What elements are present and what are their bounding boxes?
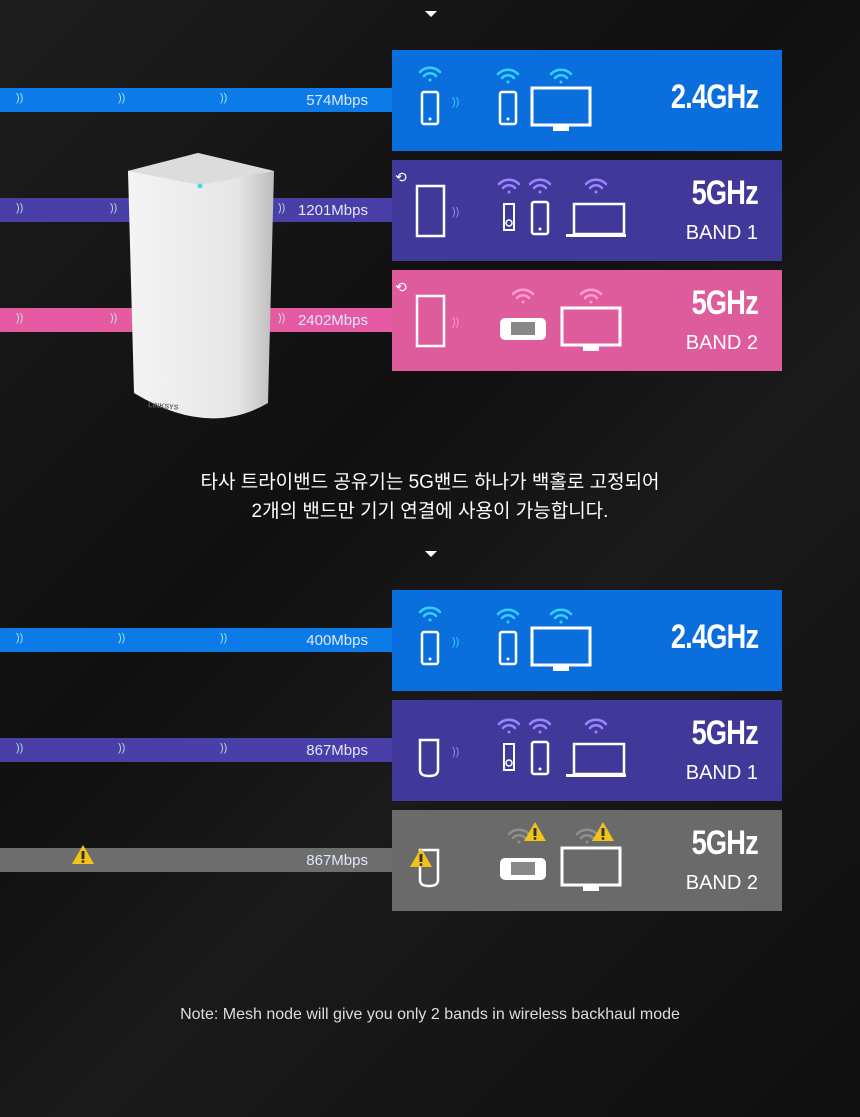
router-image: LINKSYS (128, 153, 274, 428)
band-title: 5GHz (691, 824, 759, 862)
signal-wave-icon: )) (278, 202, 286, 214)
device-icons: ⟲)) (395, 279, 622, 351)
speed-label: 867Mbps (306, 742, 368, 759)
down-arrow-icon (425, 11, 437, 17)
band-title: 5GHz (691, 714, 759, 752)
band-panel-blue: )) 2.4GHz (392, 590, 782, 691)
footnote: Note: Mesh node will give you only 2 ban… (180, 1006, 680, 1023)
device-icons: )) (418, 66, 592, 131)
svg-text:)): )) (452, 316, 459, 328)
caption: 타사 트라이밴드 공유기는 5G밴드 하나가 백홀로 고정되어 2개의 밴드만 … (0, 468, 860, 526)
band-title: 2.4GHz (670, 78, 759, 116)
warning-icon (72, 845, 94, 864)
signal-wave-icon: )) (16, 632, 24, 644)
signal-wave-icon: )) (118, 742, 126, 754)
caption-line-2: 2개의 밴드만 기기 연결에 사용이 가능합니다. (251, 501, 609, 522)
bandwidth-bar: 867Mbps (0, 845, 392, 872)
signal-wave-icon: )) (16, 312, 24, 324)
bandwidth-bar: )))))) 574Mbps (0, 88, 392, 112)
signal-wave-icon: )) (220, 632, 228, 644)
speed-label: 400Mbps (306, 632, 368, 649)
band-subtitle: BAND 1 (685, 222, 758, 244)
band-subtitle: BAND 1 (685, 762, 758, 784)
signal-wave-icon: )) (118, 92, 126, 104)
band-subtitle: BAND 2 (685, 332, 758, 354)
svg-text:)): )) (452, 206, 459, 218)
device-icons: )) (418, 718, 626, 778)
signal-wave-icon: )) (16, 742, 24, 754)
bandwidth-bar: )))))) 400Mbps (0, 628, 392, 652)
svg-text:)): )) (452, 96, 459, 108)
signal-wave-icon: )) (118, 632, 126, 644)
device-icons: ⟲)) (395, 169, 626, 238)
speed-label: 574Mbps (306, 92, 368, 109)
bandwidth-bar: )))))) 867Mbps (0, 738, 392, 762)
caption-line-1: 타사 트라이밴드 공유기는 5G밴드 하나가 백홀로 고정되어 (200, 472, 660, 493)
svg-text:⟲: ⟲ (395, 279, 407, 295)
svg-text:)): )) (452, 746, 459, 758)
band-panel-blue: )) 2.4GHz (392, 50, 782, 151)
speed-label: 1201Mbps (297, 202, 368, 219)
svg-text:LINKSYS: LINKSYS (148, 402, 179, 412)
band-title: 5GHz (691, 174, 759, 212)
svg-text:⟲: ⟲ (395, 169, 407, 185)
band-subtitle: BAND 2 (685, 872, 758, 894)
signal-wave-icon: )) (16, 202, 24, 214)
down-arrow-icon (425, 551, 437, 557)
speed-label: 867Mbps (306, 852, 368, 869)
speed-label: 2402Mbps (297, 312, 368, 329)
signal-wave-icon: )) (110, 312, 118, 324)
svg-text:)): )) (452, 636, 459, 648)
signal-wave-icon: )) (220, 92, 228, 104)
signal-wave-icon: )) (16, 92, 24, 104)
band-title: 2.4GHz (670, 618, 759, 656)
signal-wave-icon: )) (220, 742, 228, 754)
device-icons (410, 822, 622, 891)
signal-wave-icon: )) (110, 202, 118, 214)
device-icons: )) (418, 606, 592, 671)
signal-wave-icon: )) (278, 312, 286, 324)
band-title: 5GHz (691, 284, 759, 322)
